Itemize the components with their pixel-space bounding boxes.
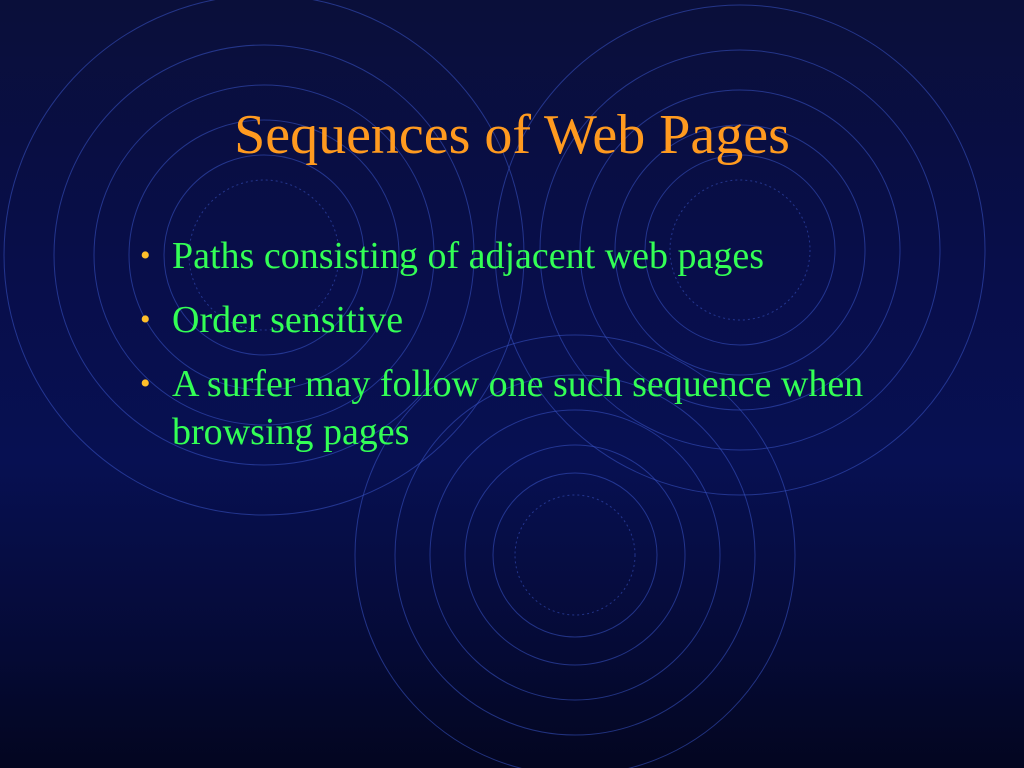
circle-group-right xyxy=(494,4,986,496)
slide-title: Sequences of Web Pages xyxy=(234,104,790,166)
circle-group-bottom xyxy=(354,334,796,768)
bullet-item: • Paths consisting of adjacent web pages xyxy=(140,232,920,280)
bullet-item: • A surfer may follow one such sequence … xyxy=(140,360,920,456)
bullet-list: • Paths consisting of adjacent web pages… xyxy=(140,232,920,472)
bullet-text: A surfer may follow one such sequence wh… xyxy=(172,363,864,453)
bullet-marker: • xyxy=(140,303,151,336)
circle-group-left xyxy=(3,0,525,516)
bullet-text: Paths consisting of adjacent web pages xyxy=(172,235,765,277)
bullet-item: • Order sensitive xyxy=(140,296,920,344)
bullet-marker: • xyxy=(140,367,151,400)
bullet-marker: • xyxy=(140,239,151,272)
bullet-text: Order sensitive xyxy=(172,299,404,341)
